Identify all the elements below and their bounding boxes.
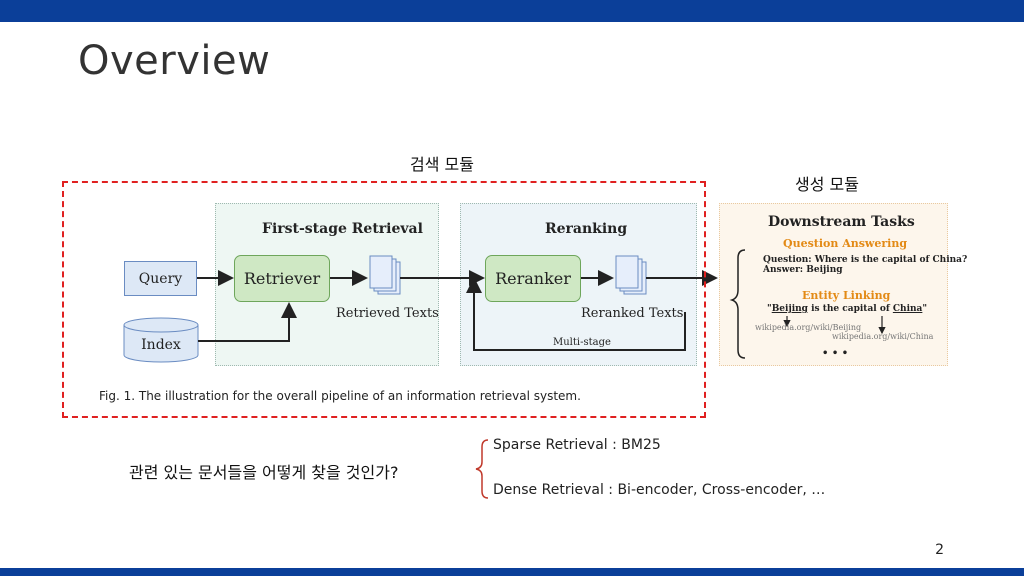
figure-caption: Fig. 1. The illustration for the overall…: [99, 389, 581, 403]
question-text: 관련 있는 문서들을 어떻게 찾을 것인가?: [129, 463, 399, 482]
downstream-brace: [729, 249, 746, 359]
stage2-title: Reranking: [545, 221, 628, 237]
page-number: 2: [935, 542, 944, 558]
reranked-texts-label: Reranked Texts: [581, 306, 684, 321]
el-title: Entity Linking: [802, 289, 891, 302]
retriever-box: Retriever: [234, 255, 330, 302]
reranker-box: Reranker: [485, 255, 581, 302]
header-bar: [0, 0, 1024, 22]
slide-title: Overview: [78, 38, 271, 84]
downstream-ellipsis: • • •: [822, 348, 849, 359]
index-cylinder: [123, 317, 199, 363]
methods-brace: [475, 439, 489, 499]
method-dense: Dense Retrieval : Bi-encoder, Cross-enco…: [493, 482, 826, 498]
method-sparse: Sparse Retrieval : BM25: [493, 437, 661, 453]
qa-answer: Answer: Beijing: [763, 265, 843, 275]
retrieved-texts-label: Retrieved Texts: [336, 306, 439, 321]
multi-stage-label: Multi-stage: [553, 337, 611, 348]
query-box: Query: [124, 261, 197, 296]
generation-module-label: 생성 모듈: [795, 175, 859, 194]
stage1-title: First-stage Retrieval: [262, 221, 423, 237]
el-link-beijing: wikipedia.org/wiki/Beijing: [755, 323, 862, 332]
retrieval-module-label: 검색 모듈: [410, 155, 474, 174]
el-link-china: wikipedia.org/wiki/China: [832, 332, 934, 341]
retrieved-docs-icon: [369, 255, 401, 295]
el-sentence: "Beijing is the capital of China": [767, 304, 928, 314]
multi-stage-loop-arrow: [466, 277, 686, 351]
stage3-title: Downstream Tasks: [768, 214, 915, 230]
qa-question: Question: Where is the capital of China?: [763, 255, 968, 265]
footer-bar: [0, 568, 1024, 576]
downstream-panel: [719, 203, 948, 366]
reranked-docs-icon: [615, 255, 647, 295]
index-label: Index: [141, 337, 181, 353]
index-to-retriever-arrow: [198, 302, 297, 342]
retrieval-module-highlight: [62, 181, 706, 418]
qa-title: Question Answering: [783, 237, 908, 250]
